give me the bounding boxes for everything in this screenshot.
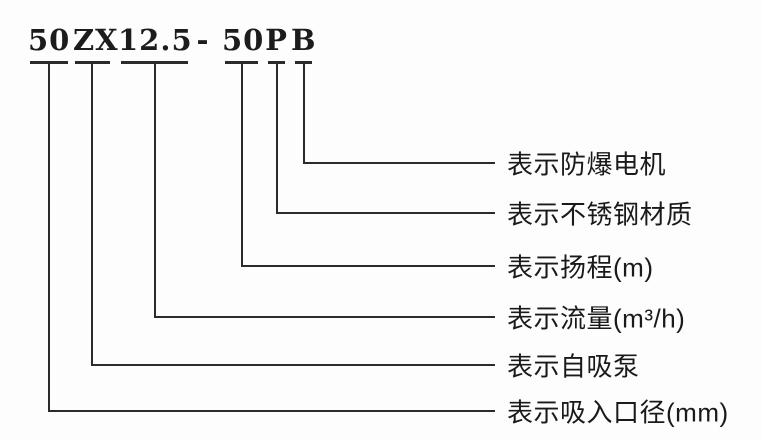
connector-hline-inlet-diameter: [48, 410, 495, 412]
connector-vline-inlet-diameter: [48, 64, 50, 412]
code-segment-motor: B: [291, 23, 317, 57]
underline-pump-type: [75, 61, 110, 64]
code-separator-dash: -: [196, 23, 210, 57]
code-segment-head: 50: [222, 23, 265, 57]
connector-hline-motor: [303, 162, 495, 164]
callout-label-pump-type: 表示自吸泵: [507, 351, 640, 382]
connector-hline-pump-type: [91, 364, 495, 366]
callout-label-flow-rate: 表示流量(m³/h): [507, 303, 686, 334]
connector-vline-motor: [303, 64, 305, 164]
connector-vline-pump-type: [91, 64, 93, 366]
callout-label-material: 表示不锈钢材质: [507, 199, 693, 230]
underline-material: [268, 61, 285, 64]
code-segment-flow-rate: 12.5: [118, 23, 193, 57]
connector-vline-material: [276, 64, 278, 214]
underline-motor: [295, 61, 312, 64]
connector-hline-head: [241, 265, 495, 267]
connector-hline-flow-rate: [154, 316, 495, 318]
callout-label-head: 表示扬程(m): [507, 252, 654, 283]
connector-vline-head: [241, 64, 243, 267]
callout-label-inlet-diameter: 表示吸入口径(mm): [507, 397, 729, 428]
underline-inlet-diameter: [30, 61, 68, 64]
code-segment-inlet-diameter: 50: [28, 23, 71, 57]
code-segment-pump-type: ZX: [73, 23, 119, 57]
connector-vline-flow-rate: [154, 64, 156, 318]
underline-head: [225, 61, 258, 64]
underline-flow-rate: [121, 61, 188, 64]
code-segment-material: P: [265, 23, 288, 57]
connector-hline-material: [276, 212, 495, 214]
callout-label-motor: 表示防爆电机: [507, 149, 667, 180]
